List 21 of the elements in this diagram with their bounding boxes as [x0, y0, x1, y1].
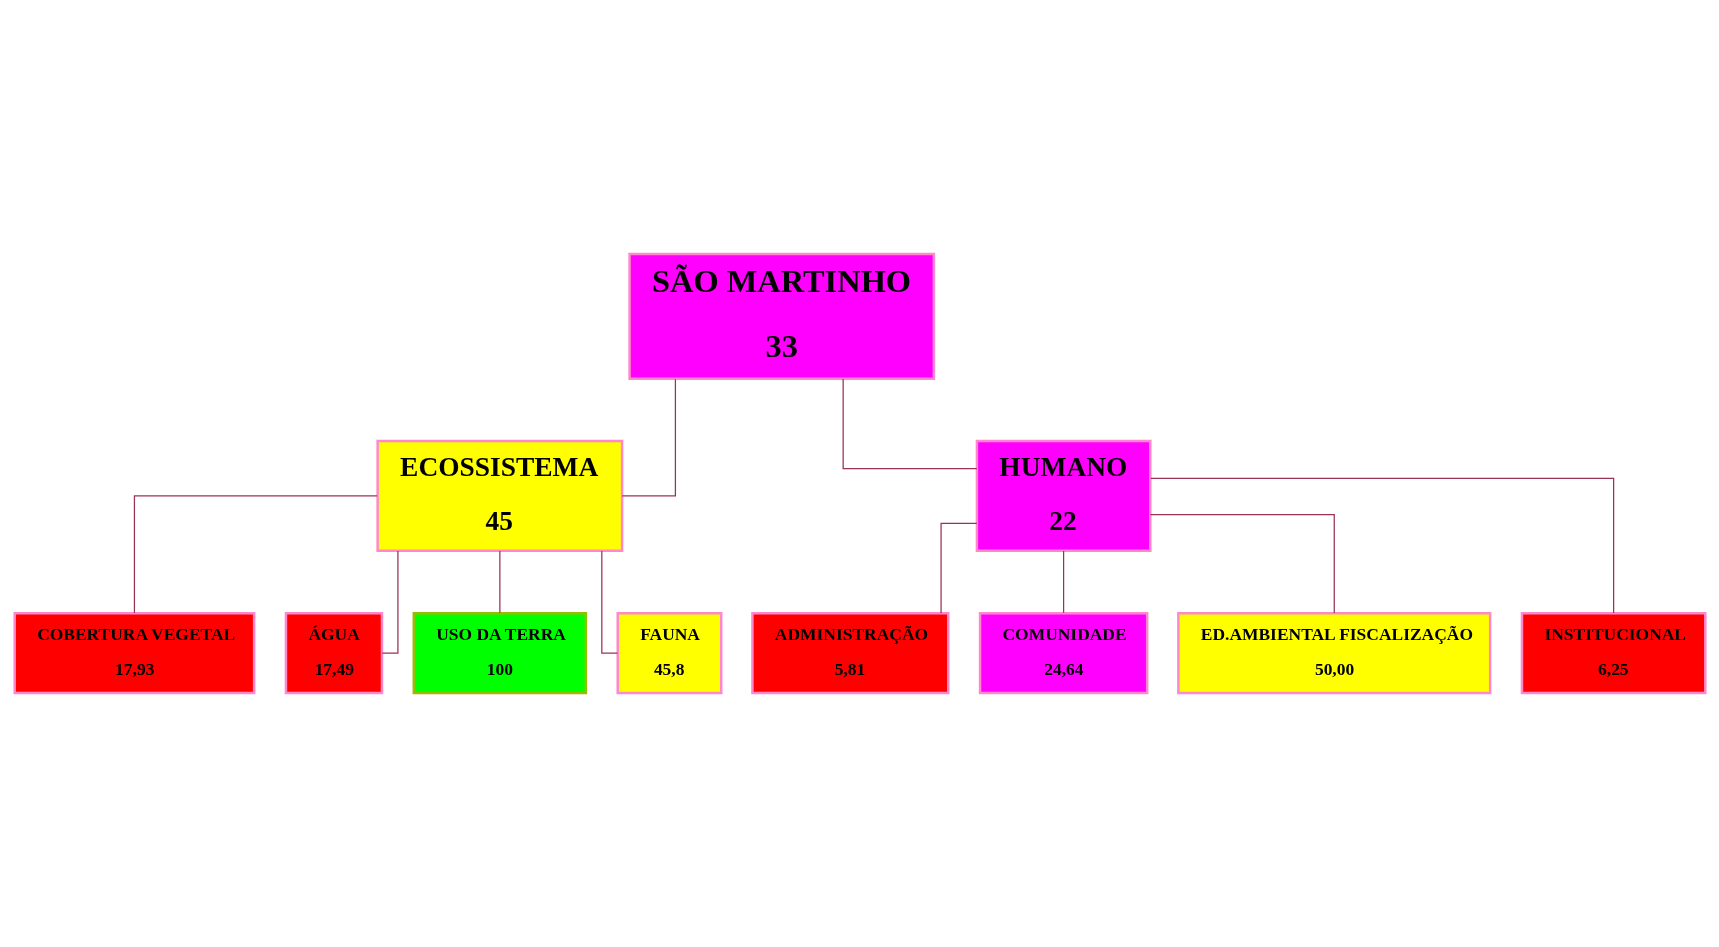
node-box: ÁGUA 17,49: [284, 611, 383, 695]
node-box: SÃO MARTINHO 33: [627, 252, 935, 380]
node-box: ECOSSISTEMA 45: [375, 439, 623, 553]
node-box: ADMINISTRAÇÃO 5,81: [750, 611, 949, 695]
node-box: COBERTURA VEGETAL 17,93: [12, 611, 255, 695]
connector: [621, 378, 676, 497]
node-box: ED.AMBIENTAL FISCALIZAÇÃO 50,00: [1176, 611, 1491, 695]
node-box: INSTITUCIONAL 6,25: [1520, 611, 1707, 695]
connector: [133, 495, 378, 614]
connector: [498, 550, 500, 614]
connector: [380, 550, 399, 654]
connector: [1149, 477, 1614, 614]
node-box: USO DA TERRA 100: [412, 611, 587, 695]
connector: [842, 378, 977, 470]
node-box: FAUNA 45,8: [616, 611, 722, 695]
connector: [939, 522, 977, 614]
node-box: COMUNIDADE 24,64: [978, 611, 1148, 695]
connector: [1149, 514, 1335, 614]
connector: [600, 550, 618, 654]
connector: [1062, 550, 1064, 614]
node-box: HUMANO 22: [975, 439, 1152, 553]
